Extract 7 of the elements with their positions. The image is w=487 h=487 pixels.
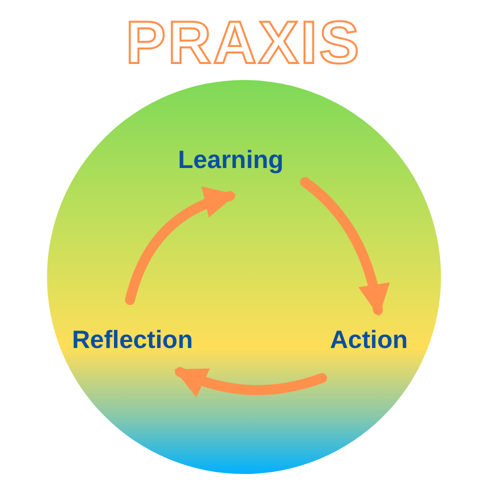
stage-label: Learning — [178, 145, 284, 175]
stage-label: Action — [330, 325, 408, 355]
stage-label: Reflection — [72, 325, 193, 355]
curved-arrow — [174, 367, 327, 397]
title: PRAXIS — [124, 8, 362, 78]
curved-arrow — [300, 177, 390, 316]
curved-arrow — [125, 188, 236, 305]
